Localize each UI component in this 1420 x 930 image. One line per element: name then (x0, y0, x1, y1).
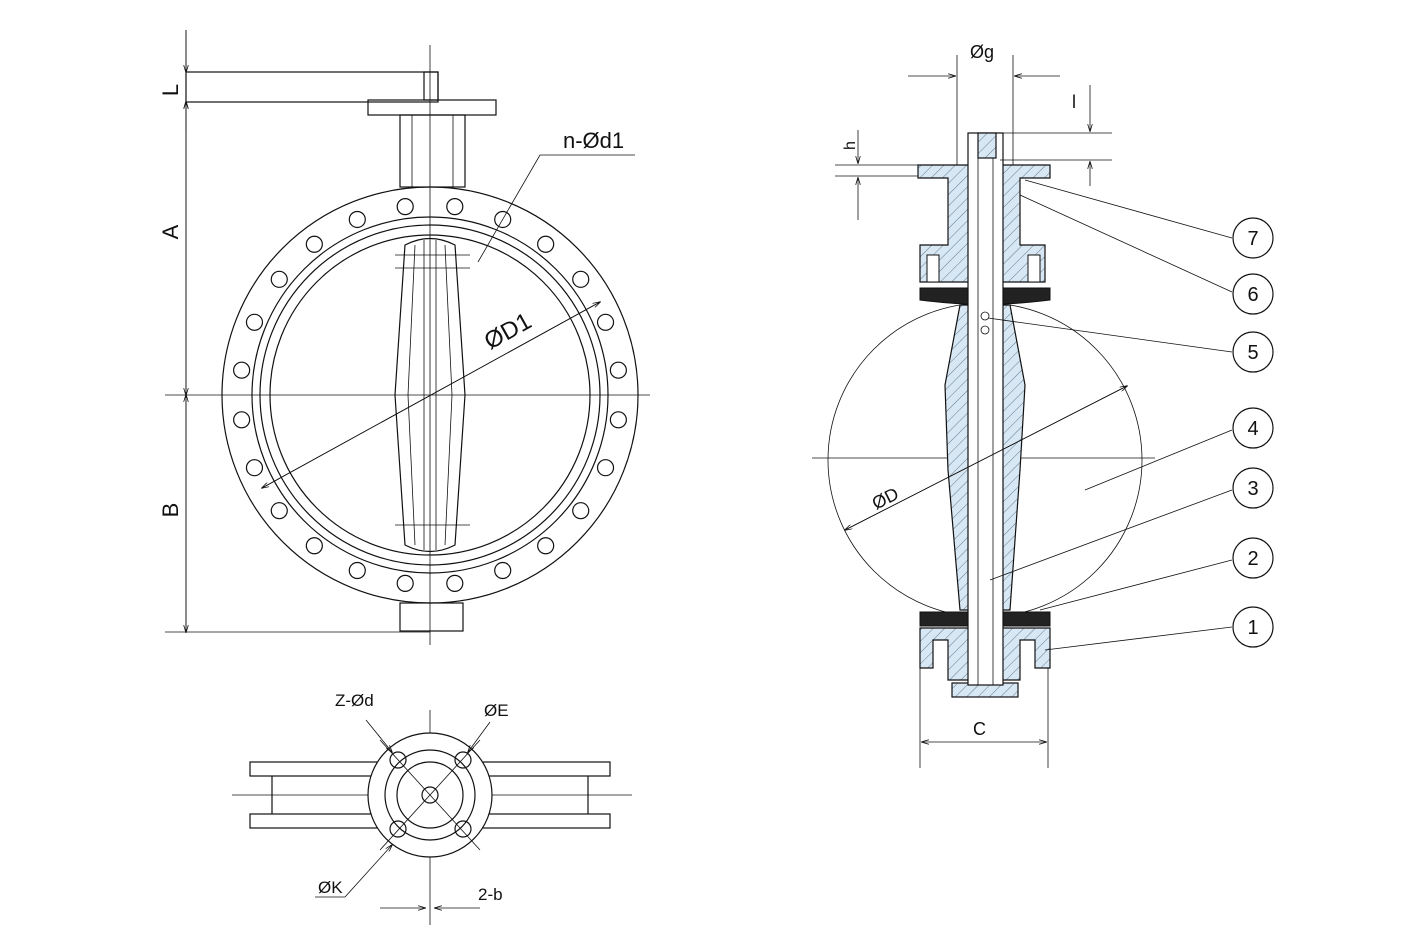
dim-A: A (158, 224, 183, 239)
balloon-number: 2 (1247, 548, 1258, 570)
dim-B: B (158, 503, 183, 518)
dim-l: l (1072, 92, 1076, 112)
part-balloon-6: 6 (1232, 273, 1274, 315)
bolt-hole (494, 561, 512, 580)
dim-n-d1: n-Ød1 (563, 128, 624, 153)
bolt-hole (233, 361, 251, 379)
dim-2-b: 2-b (478, 885, 503, 904)
part-balloon-4: 4 (1232, 407, 1274, 449)
bolt-hole (446, 198, 464, 216)
dim-D: ØD (869, 483, 902, 513)
bolt-hole (572, 270, 590, 288)
dim-D1: ØD1 (480, 308, 536, 356)
bolt-hole (596, 459, 615, 477)
section-view: Øg l h ØD C 7 6 5 4 3 2 1 (812, 42, 1274, 768)
part-balloon-2: 2 (1232, 537, 1274, 579)
bolt-hole (537, 537, 555, 555)
bolt-hole (348, 561, 366, 580)
bolt-hole (348, 210, 366, 229)
balloon-number: 6 (1247, 284, 1258, 306)
dim-h: h (842, 141, 859, 150)
front-view: L A B ØD1 n-Ød1 (158, 30, 650, 645)
bolt-hole (270, 270, 288, 288)
bolt-hole (609, 361, 627, 379)
part-balloon-3: 3 (1232, 467, 1274, 509)
dim-z-d: Z-Ød (335, 691, 374, 710)
balloon-number: 7 (1247, 228, 1258, 250)
dim-g: Øg (970, 42, 994, 62)
bolt-hole (537, 235, 555, 253)
dim-E: ØE (484, 701, 509, 720)
bolt-hole (270, 502, 288, 520)
balloon-number: 4 (1247, 418, 1258, 440)
part-balloon-7: 7 (1232, 217, 1274, 259)
stem (967, 132, 1004, 686)
bolt-hole (233, 411, 251, 429)
dim-C: C (973, 719, 986, 739)
dim-L: L (158, 84, 183, 96)
balloon-number: 5 (1247, 342, 1258, 364)
bolt-hole (245, 313, 264, 331)
dim-K: ØK (318, 878, 343, 897)
bolt-hole (245, 459, 264, 477)
balloon-number: 3 (1247, 478, 1258, 500)
top-view: Z-Ød ØE ØK 2-b (232, 691, 632, 925)
part-balloon-5: 5 (1232, 331, 1274, 373)
balloon-number: 1 (1247, 617, 1258, 639)
bolt-hole (396, 198, 414, 216)
flange-bolt-holes (233, 198, 627, 592)
bolt-hole (305, 537, 323, 555)
bolt-hole (596, 313, 615, 331)
bolt-hole (396, 574, 414, 592)
bolt-hole (494, 210, 512, 229)
bolt-hole (572, 502, 590, 520)
bolt-hole (446, 574, 464, 592)
bolt-hole (609, 411, 627, 429)
bolt-hole (305, 235, 323, 253)
part-balloon-1: 1 (1232, 606, 1274, 648)
